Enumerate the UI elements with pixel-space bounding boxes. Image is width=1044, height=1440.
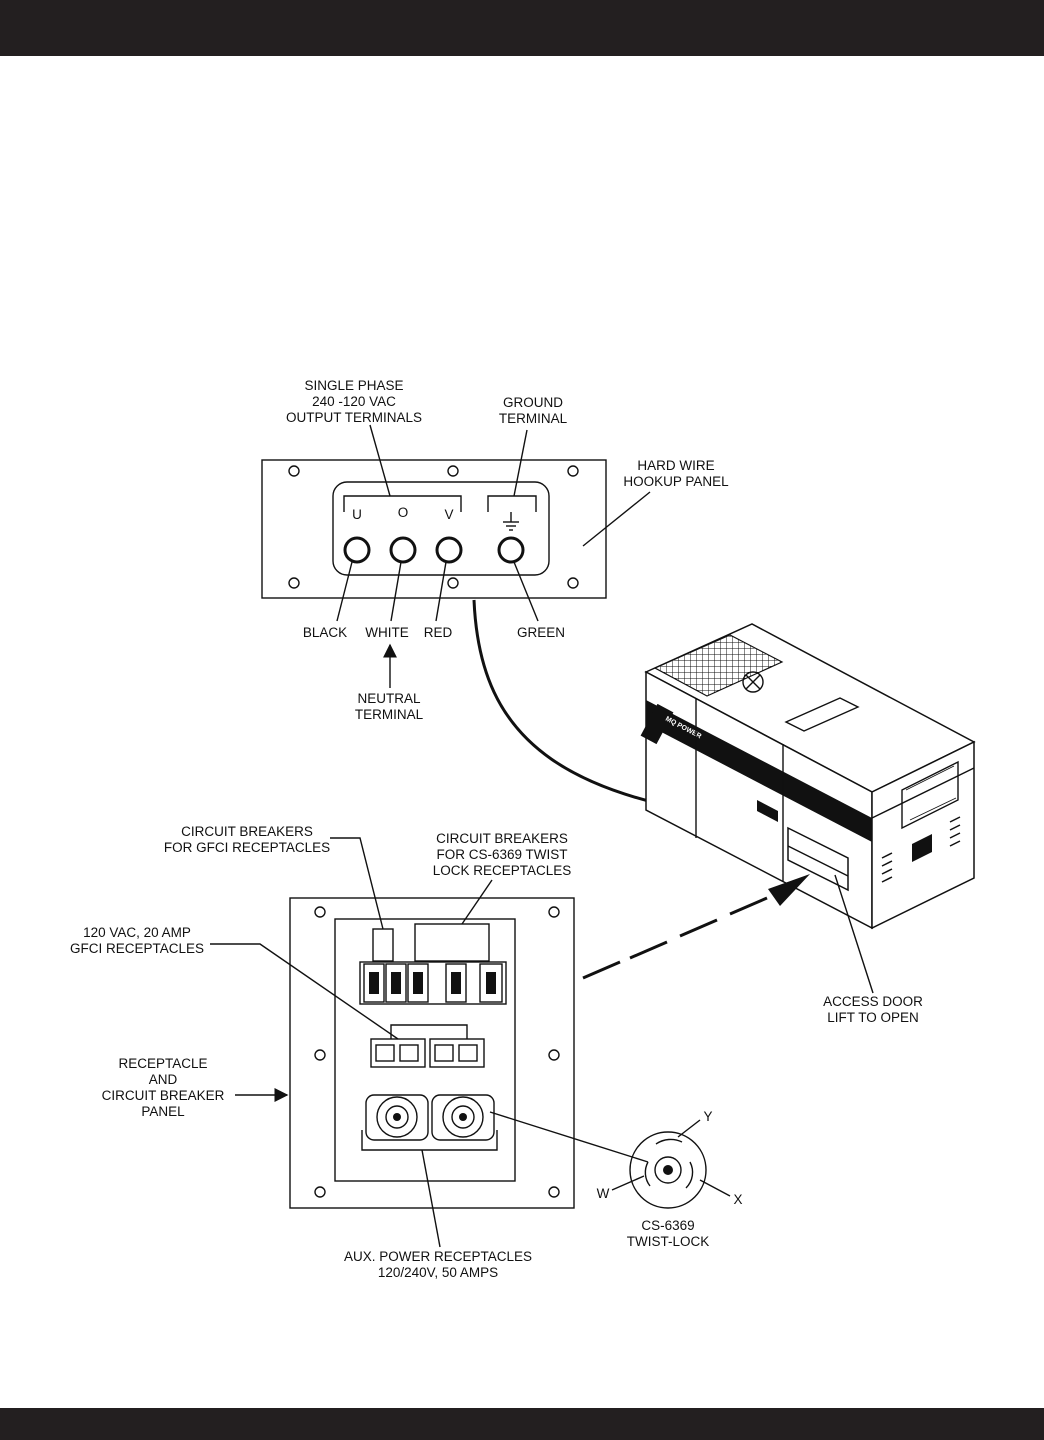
hookup-panel-screw [447,465,459,477]
gfci-label-1: 120 VAC, 20 AMP [83,925,191,940]
bottom-banner [0,1408,1044,1440]
terminal-letter-v: V [444,507,453,522]
access-door-leader [834,874,874,994]
terminal-ground [497,536,525,564]
terminal-letter-u: U [352,507,362,522]
wire-white-label: WHITE [365,625,409,640]
pin-w-label: W [597,1186,610,1201]
output-bracket [343,495,462,512]
pin-x-label: X [733,1192,742,1207]
breaker-row [359,961,507,1005]
hookup-panel-screw [567,577,579,589]
hookup-panel-label-1: HARD WIRE [637,458,714,473]
access-door-label-2: LIFT TO OPEN [827,1010,919,1025]
wire-green-label: GREEN [517,625,565,640]
hookup-panel-screw [447,577,459,589]
receptacle-panel-label-2: AND [149,1072,178,1087]
top-banner [0,0,1044,56]
gfci-label-2: GFCI RECEPTACLES [70,941,204,956]
dashed-arrow [582,874,810,980]
receptacle-panel-frame [289,897,575,1209]
wire-black-label: BLACK [303,625,347,640]
breakers-twist-label-1: CIRCUIT BREAKERS [436,831,568,846]
ground-symbol-icon [503,512,519,531]
terminal-block [332,481,550,576]
aux-receptacle-icons [365,1094,495,1141]
pin-y-label: Y [703,1109,712,1124]
access-door-label-1: ACCESS DOOR [823,994,923,1009]
neutral-terminal-label-2: TERMINAL [355,707,424,722]
hookup-panel-label-2: HOOKUP PANEL [623,474,729,489]
breakers-twist-label-3: LOCK RECEPTACLES [433,863,572,878]
receptacle-panel-label-3: CIRCUIT BREAKER [102,1088,225,1103]
wire-red-label: RED [424,625,453,640]
ground-bracket [487,495,537,512]
receptacle-panel-label-4: PANEL [141,1104,185,1119]
hookup-panel-screw [567,465,579,477]
terminal-letter-o: O [398,505,409,520]
output-terminals-label-3: OUTPUT TERMINALS [286,410,422,425]
twist-lock-label-1: CS-6369 [641,1218,694,1233]
hookup-panel-screw [288,577,300,589]
output-terminals-label-2: 240 -120 VAC [312,394,396,409]
receptacle-panel-label-1: RECEPTACLE [118,1056,207,1071]
ground-terminal-label-1: GROUND [503,395,563,410]
output-terminals-label-1: SINGLE PHASE [304,378,403,393]
aux-label-1: AUX. POWER RECEPTACLES [344,1249,532,1264]
breakers-gfci-label-2: FOR GFCI RECEPTACLES [164,840,330,855]
neutral-terminal-label-1: NEUTRAL [357,691,421,706]
aux-label-2: 120/240V, 50 AMPS [378,1265,498,1280]
generator-illustration: MQ POWER [640,623,976,930]
twist-lock-plug-icon [611,1119,731,1209]
circuit-breaker-icons [363,963,503,1003]
hookup-panel-screw [288,465,300,477]
breakers-gfci-label-1: CIRCUIT BREAKERS [181,824,313,839]
twist-lock-label-2: TWIST-LOCK [627,1234,710,1249]
terminal-u [343,536,371,564]
terminal-o [389,536,417,564]
breakers-twist-label-2: FOR CS-6369 TWIST [436,847,567,862]
hookup-panel-frame [261,459,607,599]
terminal-v [435,536,463,564]
ground-terminal-label-2: TERMINAL [499,411,568,426]
receptacle-panel-inner [334,918,516,1182]
gfci-receptacle-icons [370,1038,485,1068]
receptacle-panel [289,897,575,1209]
